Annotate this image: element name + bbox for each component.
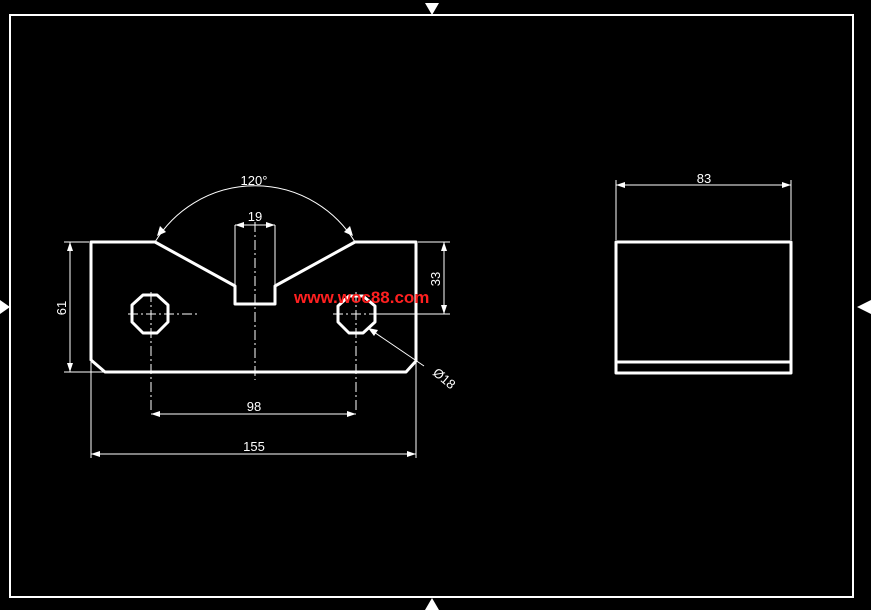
hole-diameter-leader	[367, 327, 425, 367]
side-width-arrow-right	[782, 182, 791, 188]
right-hole	[336, 294, 377, 335]
hole-spacing-arrow-left	[151, 411, 160, 417]
hole-diameter-label: Ø18	[430, 365, 458, 392]
side-view: 83	[614, 171, 793, 375]
hole-spacing-arrow-right	[347, 411, 356, 417]
height-arrow-bottom	[67, 363, 73, 372]
angle-arrow-right	[344, 226, 353, 236]
length-label: 155	[243, 439, 265, 454]
front-view: 120° 19 Ø18 33 61	[54, 173, 459, 458]
slot-depth-label: 33	[428, 272, 443, 286]
hole-diameter-arrow	[368, 328, 378, 336]
angle-arrow-left	[157, 226, 166, 236]
left-hole	[130, 293, 170, 335]
length-arrow-left	[91, 451, 100, 457]
height-arrow-top	[67, 242, 73, 251]
drawing-frame	[9, 14, 854, 598]
angle-arc	[154, 185, 356, 243]
bottom-center-mark	[425, 598, 439, 610]
side-width-label: 83	[697, 171, 711, 186]
height-label: 61	[54, 301, 69, 315]
watermark-text: www.woc88.com	[293, 288, 429, 307]
hole-spacing-label: 98	[247, 399, 261, 414]
left-center-mark	[0, 300, 10, 314]
slot-depth-arrow-top	[441, 242, 447, 251]
slot-width-arrow-right	[266, 222, 275, 228]
top-center-mark	[425, 3, 439, 15]
front-view-outline	[89, 240, 418, 374]
side-view-outline	[614, 240, 793, 375]
angle-dimension-label: 120°	[241, 173, 268, 188]
slot-width-label: 19	[248, 209, 262, 224]
right-center-mark	[857, 300, 871, 314]
slot-depth-arrow-bottom	[441, 305, 447, 314]
side-width-arrow-left	[616, 182, 625, 188]
length-arrow-right	[407, 451, 416, 457]
slot-width-arrow-left	[235, 222, 244, 228]
